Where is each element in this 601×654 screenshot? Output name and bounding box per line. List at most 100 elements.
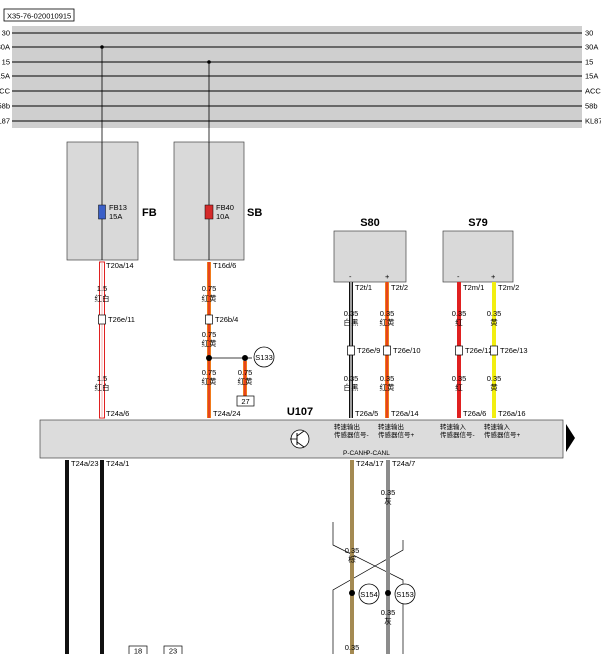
wire-color: 黄 (490, 317, 498, 327)
ref-label: 18 (134, 647, 142, 654)
wire-color: 红白 (95, 293, 110, 303)
pin-label: T2m/1 (463, 283, 484, 292)
power-rail-band (12, 26, 582, 128)
connector-label: T26e/11 (108, 315, 135, 324)
rail-label-left: 15 (2, 58, 10, 67)
doc-id: X35-76-020010915 (7, 12, 71, 21)
pin-label: T26a/16 (498, 409, 526, 418)
signal-label: 转速输入 (440, 422, 467, 431)
ref-label: 27 (241, 397, 249, 406)
signal-label: 传感器信号+ (378, 430, 415, 439)
pin-label: T26a/5 (355, 409, 378, 418)
bottom-wires: T24a/23 T24a/1 T24a/17 T24a/7 0.35 灰 0.3… (65, 459, 416, 654)
wire-gauge: 0.35 (452, 309, 467, 318)
wire-color: 棕 (348, 554, 356, 564)
connector-icon (98, 314, 106, 325)
wire-s79-minus: T2m/1 0.35 红 T26e/12 0.35 红 T26a/6 (452, 282, 493, 418)
wire-gauge: 0.35 (380, 374, 395, 383)
rail-label-right: 15 (585, 58, 593, 67)
wire-gauge: 0.75 (202, 368, 217, 377)
wire-gauge: 0.75 (202, 330, 217, 339)
rail-15: 15 15 (2, 58, 594, 67)
connector-label: T26b/4 (215, 315, 238, 324)
doc-id-box (3, 8, 75, 22)
pin-label: T16d/6 (213, 261, 236, 270)
wire-color: 红黄 (202, 376, 217, 386)
connector-label: T26e/12 (465, 346, 493, 355)
module-u107: U107 转速输出 传感器信号- 转速输出 传感器信号+ 转速输入 传感器信号-… (39, 406, 575, 459)
rail-58b: 58b 58b (0, 102, 598, 111)
fuse-fb40-icon (204, 204, 214, 220)
pin-label: T24a/7 (392, 459, 415, 468)
module-name: U107 (287, 406, 313, 418)
splice-s154 (358, 583, 380, 605)
transistor-icon (290, 429, 310, 449)
wire-color: 白黑 (344, 317, 359, 327)
fuse-box-label: FB (142, 207, 157, 219)
wire-gauge: 0.35 (381, 488, 396, 497)
wire-gauge: 0.35 (380, 309, 395, 318)
wire-gauge: 0.35 (487, 309, 502, 318)
wire-gauge: 0.75 (238, 368, 253, 377)
ref-box (128, 645, 148, 654)
wire-sb: T16d/6 0.75 红黄 T26b/4 0.75 红黄 S133 0.75 … (202, 261, 275, 418)
junction-dot (385, 590, 391, 596)
sensor-label: S80 (360, 217, 380, 229)
rail-label-left: 15A (0, 72, 10, 81)
wire-gauge: 0.35 (345, 546, 360, 555)
wire-color: 红黄 (202, 293, 217, 303)
rail-30a: 30A 30A (0, 43, 598, 52)
wire-color: 红黄 (380, 317, 395, 327)
connector-icon (205, 314, 213, 325)
sensor-s80: S80 - + (333, 217, 407, 283)
pin-label: T20a/14 (106, 261, 134, 270)
fuse-name: FB40 (216, 203, 234, 212)
rail-label-right: 30 (585, 29, 593, 38)
rail-label-left: KL87 (0, 117, 10, 126)
wire-gauge: 1.5 (97, 374, 107, 383)
sensor-minus: - (349, 272, 352, 281)
pin-label: T24a/6 (106, 409, 129, 418)
wire-color: 黄 (490, 382, 498, 392)
pin-label: T26a/14 (391, 409, 419, 418)
splice-s133 (253, 346, 275, 368)
pin-label: T2t/2 (391, 283, 408, 292)
wire-gauge: 1.5 (97, 284, 107, 293)
fuse-rating: 10A (216, 212, 229, 221)
wire-s80-minus: T2t/1 0.35 白黑 T26e/9 0.35 白黑 T26a/5 (344, 282, 380, 418)
rail-15a: 15A 15A (0, 72, 598, 81)
can-h-label: P-CANH (343, 450, 368, 457)
wire-gauge: 0.35 (452, 374, 467, 383)
fuse-box-fb: FB13 15A FB (66, 141, 157, 261)
wire-gauge: 0.35 (344, 309, 359, 318)
sensor-s79: S79 - + (442, 217, 514, 283)
fuse-rating: 15A (109, 212, 122, 221)
rail-label-right: 15A (585, 72, 598, 81)
sensor-label: S79 (468, 217, 488, 229)
rail-label-right: 30A (585, 43, 598, 52)
signal-label: 传感器信号+ (484, 430, 521, 439)
pin-label: T24a/17 (356, 459, 384, 468)
rail-label-left: 30A (0, 43, 10, 52)
wire-color: 红 (455, 317, 463, 327)
rail-label-right: 58b (585, 102, 598, 111)
wire-color: 红 (455, 382, 463, 392)
splice-label: S133 (255, 353, 273, 362)
fuse-name: FB13 (109, 203, 127, 212)
wire-gauge: 0.75 (202, 284, 217, 293)
rail-acc: ACC ACC (0, 87, 601, 96)
connector-label: T26e/13 (500, 346, 528, 355)
sensor-plus: + (385, 272, 390, 281)
wire-color: 红白 (95, 382, 110, 392)
splice-label: S153 (396, 590, 414, 599)
pin-label: T2t/1 (355, 283, 372, 292)
connector-icon (455, 345, 463, 356)
connector-icon (383, 345, 391, 356)
rail-kl87: KL87 KL87 (0, 117, 601, 126)
pin-label: T24a/1 (106, 459, 129, 468)
connector-label: T26e/10 (393, 346, 421, 355)
wire-gauge: 0.35 (487, 374, 502, 383)
sb-tap-dot (207, 60, 211, 64)
power-rails: 30 30 30A 30A 15 15 15A 15A ACC ACC 58b … (0, 29, 601, 126)
signal-label: 传感器信号- (334, 430, 369, 439)
